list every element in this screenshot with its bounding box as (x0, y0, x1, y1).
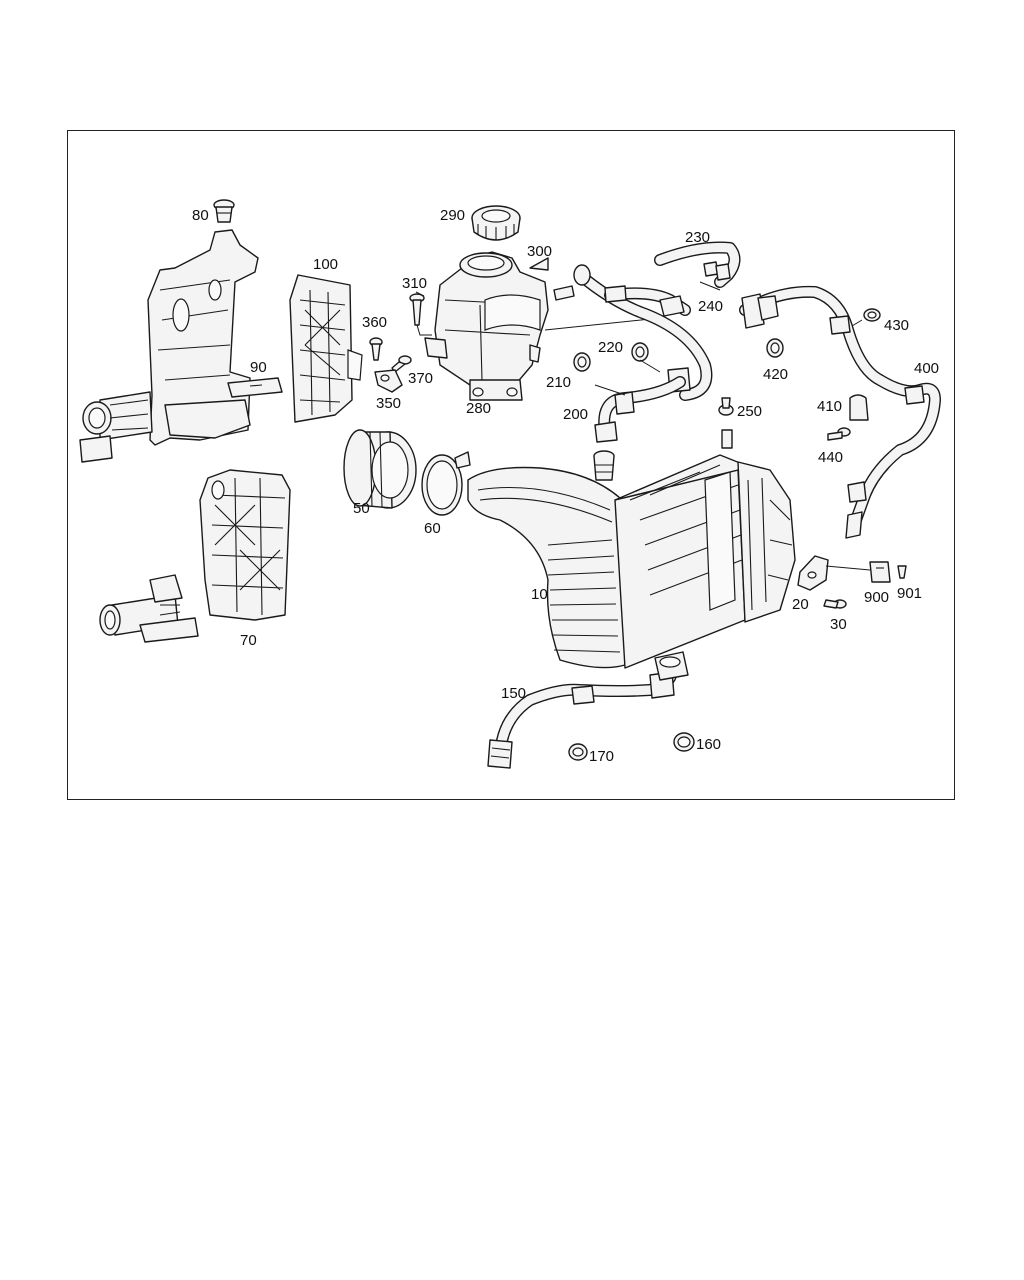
part-420-clamp (766, 338, 784, 358)
label-410[interactable]: 410 (817, 398, 842, 415)
label-160[interactable]: 160 (696, 736, 721, 753)
part-80-plug (213, 199, 235, 223)
label-250[interactable]: 250 (737, 403, 762, 420)
part-10-intercooler (467, 429, 796, 669)
label-350[interactable]: 350 (376, 395, 401, 412)
part-50-sleeve (343, 429, 417, 509)
diagram-frame (67, 130, 955, 800)
label-901[interactable]: 901 (897, 585, 922, 602)
part-430-clamp (863, 308, 881, 322)
label-230[interactable]: 230 (685, 229, 710, 246)
label-290[interactable]: 290 (440, 207, 465, 224)
part-170-clamp (568, 743, 588, 761)
label-240[interactable]: 240 (698, 298, 723, 315)
label-80[interactable]: 80 (192, 207, 209, 224)
label-60[interactable]: 60 (424, 520, 441, 537)
label-30[interactable]: 30 (830, 616, 847, 633)
label-280[interactable]: 280 (466, 400, 491, 417)
label-10[interactable]: 10 (531, 586, 548, 603)
part-220-clamp (631, 342, 649, 362)
hose-150 (487, 651, 689, 769)
part-210-clamp (573, 352, 591, 372)
part-20-sensor (797, 555, 871, 591)
part-440-bolt (827, 427, 851, 441)
part-280-tank (424, 251, 661, 401)
label-20[interactable]: 20 (792, 596, 809, 613)
part-300-label (529, 257, 549, 271)
part-30-bolt (823, 599, 847, 609)
hose-400-assembly (739, 285, 941, 539)
part-70-holder (99, 469, 291, 643)
hose-assembly-upper (553, 241, 741, 401)
label-170[interactable]: 170 (589, 748, 614, 765)
part-bracket-upper (79, 229, 259, 463)
label-360[interactable]: 360 (362, 314, 387, 331)
part-310-bolt (409, 293, 432, 336)
label-220[interactable]: 220 (598, 339, 623, 356)
label-400[interactable]: 400 (914, 360, 939, 377)
part-160-clamp (673, 732, 695, 752)
part-360-bolt (369, 337, 383, 361)
part-60-clamp-ring (421, 451, 471, 516)
label-300[interactable]: 300 (527, 243, 552, 260)
part-100-panel (289, 274, 363, 423)
label-100[interactable]: 100 (313, 256, 338, 273)
label-70[interactable]: 70 (240, 632, 257, 649)
label-90[interactable]: 90 (250, 359, 267, 376)
label-210[interactable]: 210 (546, 374, 571, 391)
label-150[interactable]: 150 (501, 685, 526, 702)
hose-200-elbow (594, 376, 686, 443)
part-900-connector (869, 561, 891, 583)
label-430[interactable]: 430 (884, 317, 909, 334)
label-200[interactable]: 200 (563, 406, 588, 423)
leader-lines (415, 281, 863, 373)
part-350-clip (374, 369, 403, 393)
label-900[interactable]: 900 (864, 589, 889, 606)
label-420[interactable]: 420 (763, 366, 788, 383)
part-901-pin (897, 565, 907, 579)
part-410-clip (849, 394, 869, 421)
label-50[interactable]: 50 (353, 500, 370, 517)
part-90-pad (227, 377, 283, 398)
label-440[interactable]: 440 (818, 449, 843, 466)
part-290-cap (471, 205, 521, 241)
label-370[interactable]: 370 (408, 370, 433, 387)
part-250-bolt (718, 397, 734, 416)
label-310[interactable]: 310 (402, 275, 427, 292)
part-labels: 80 90 100 70 290 300 310 360 370 350 280… (192, 207, 939, 765)
